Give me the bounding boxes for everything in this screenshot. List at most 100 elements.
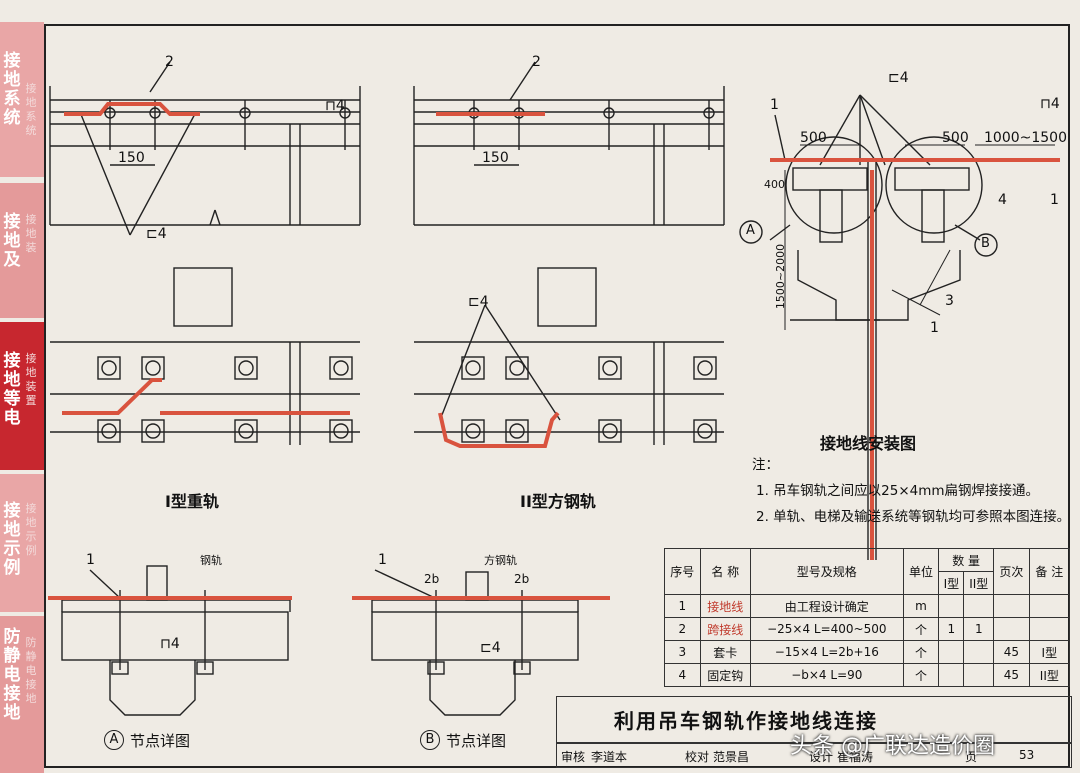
col-qty: 数 量 (938, 548, 995, 572)
bill-of-materials-table: 序号 名 称 型号及规格 单位 数 量 页次 备 注 I型 II型 1 接地线 … (664, 548, 1071, 687)
cell-unit: m (902, 594, 940, 618)
side-tab-main-label: 接地系统 (3, 51, 21, 128)
notes: 注： 1. 吊车钢轨之间应以25×4mm扁钢焊接接通。 2. 单轨、电梯及输送系… (752, 452, 1070, 530)
note-item: 1. 吊车钢轨之间应以25×4mm扁钢焊接接通。 (756, 483, 1040, 499)
leader-label-1: 1 (770, 97, 779, 113)
col-qty-type1: I型 (938, 571, 965, 595)
cell-remark (1028, 594, 1071, 618)
col-qty-type2: II型 (963, 571, 995, 595)
side-tab-sub-label: 接地装 (25, 213, 37, 254)
designer-name: 崔福涛 (837, 750, 874, 764)
side-tab-main-label: 接地及 (3, 212, 21, 270)
table-row: 1 接地线 由工程设计确定 m (664, 594, 1071, 618)
weld-symbol: ⊏4 (480, 640, 501, 656)
detail-a-caption: 节点详图 (130, 732, 191, 750)
detail-b-letter: B (420, 730, 440, 750)
leader-label-4: 4 (998, 192, 1007, 208)
side-tab-grounding-examples[interactable]: 接地示例 接地示例 (0, 474, 44, 612)
note-item: 2. 单轨、电梯及输送系统等钢轨均可参照本图连接。 (756, 509, 1071, 525)
cell-page: 45 (993, 640, 1030, 664)
square-rail-label: 方钢轨 (484, 554, 517, 567)
dimension-2b: 2b (424, 572, 440, 586)
check-label: 校对 (685, 750, 710, 764)
cell-qty2 (963, 663, 995, 687)
dimension-150: 150 (482, 150, 509, 166)
cell-spec: −b×4 L=90 (749, 663, 904, 687)
notes-heading: 注： (752, 457, 779, 473)
cell-qty1 (938, 640, 965, 664)
col-spec: 型号及规格 (749, 548, 904, 595)
page-number: 53 (1019, 748, 1035, 762)
col-remark: 备 注 (1028, 548, 1071, 595)
leader-label-3: 3 (945, 293, 954, 309)
side-tab-grounding-and[interactable]: 接地及 接地装 (0, 183, 44, 318)
col-name: 名 称 (699, 548, 751, 595)
side-tab-sub-label: 防静电接地 (25, 636, 37, 705)
col-page: 页次 (993, 548, 1030, 595)
cell-unit: 个 (902, 617, 940, 641)
page-label: 页 (965, 750, 978, 764)
dimension-500: 500 (942, 130, 969, 146)
side-tab-sub-label: 接地装置 (25, 352, 37, 407)
dimension-1000-1500: 1000~1500 (984, 130, 1067, 146)
table-row: 4 固定钩 −b×4 L=90 个 45 II型 (664, 663, 1071, 687)
cell-name: 套卡 (699, 640, 751, 664)
design-label: 设计 (809, 750, 834, 764)
cell-no: 2 (664, 617, 701, 641)
dimension-150: 150 (118, 150, 145, 166)
dimension-400: 400 (764, 178, 785, 191)
detail-b-caption: 节点详图 (446, 732, 507, 750)
cell-spec: 由工程设计确定 (749, 594, 904, 618)
watermark: 头条 @广联达造价圈 (790, 734, 995, 759)
weld-symbol: ⊏4 (468, 294, 489, 310)
weld-symbol: ⊏4 (888, 70, 909, 86)
leader-label-2: 2 (165, 54, 174, 70)
side-tab-main-label: 接地等电 (3, 351, 21, 428)
rail-label: 钢轨 (200, 554, 222, 567)
leader-label-1: 1 (1050, 192, 1059, 208)
cell-qty1 (938, 663, 965, 687)
cell-remark: I型 (1028, 640, 1071, 664)
dimension-500: 500 (800, 130, 827, 146)
type-ii-square-rail-caption: II型方钢轨 (520, 492, 596, 511)
cell-name: 接地线 (699, 594, 751, 618)
col-unit: 单位 (902, 548, 940, 595)
cell-page (993, 617, 1030, 641)
table-header-row: I型 II型 (665, 571, 1070, 595)
leader-label-1: 1 (86, 552, 95, 568)
cell-no: 1 (664, 594, 701, 618)
cell-spec: −15×4 L=2b+16 (749, 640, 904, 664)
side-tab-sub-label: 接地系统 (25, 82, 37, 137)
weld-symbol: ⊏4 (146, 226, 167, 242)
side-tab-antistatic[interactable]: 防静电接地 防静电接地 (0, 616, 44, 773)
side-tab-equipotential[interactable]: 接地等电 接地装置 (0, 322, 44, 470)
table-row: 3 套卡 −15×4 L=2b+16 个 45 I型 (664, 640, 1071, 664)
dimension-2b: 2b (514, 572, 530, 586)
side-tab-grounding-system[interactable]: 接地系统 接地系统 (0, 22, 44, 177)
leader-label-1: 1 (378, 552, 387, 568)
cell-page: 45 (993, 663, 1030, 687)
circle-a-marker: A (746, 223, 755, 238)
title-block (556, 696, 1072, 744)
cell-qty1: 1 (938, 617, 965, 641)
cell-qty2: 1 (963, 617, 995, 641)
cell-page (993, 594, 1030, 618)
type-i-heavy-rail-caption: I型重轨 (165, 492, 219, 511)
cell-qty2 (963, 594, 995, 618)
leader-label-1: 1 (930, 320, 939, 336)
review-label: 审核 (561, 750, 586, 764)
cell-no: 4 (664, 663, 701, 687)
drawing-title: 利用吊车钢轨作接地线连接 (614, 709, 878, 733)
side-tab-sub-label: 接地示例 (25, 502, 37, 557)
cell-qty1 (938, 594, 965, 618)
cell-remark (1028, 617, 1071, 641)
weld-symbol: ⊓4 (1040, 96, 1060, 112)
weld-symbol: ⊓4 (160, 636, 180, 652)
reviewer-name: 李道本 (591, 750, 628, 764)
side-tab-main-label: 防静电接地 (3, 627, 21, 723)
installation-diagram-title: 接地线安装图 (820, 434, 917, 453)
cell-name: 跨接线 (699, 617, 751, 641)
cell-name: 固定钩 (699, 663, 751, 687)
side-tab-main-label: 接地示例 (3, 501, 21, 578)
